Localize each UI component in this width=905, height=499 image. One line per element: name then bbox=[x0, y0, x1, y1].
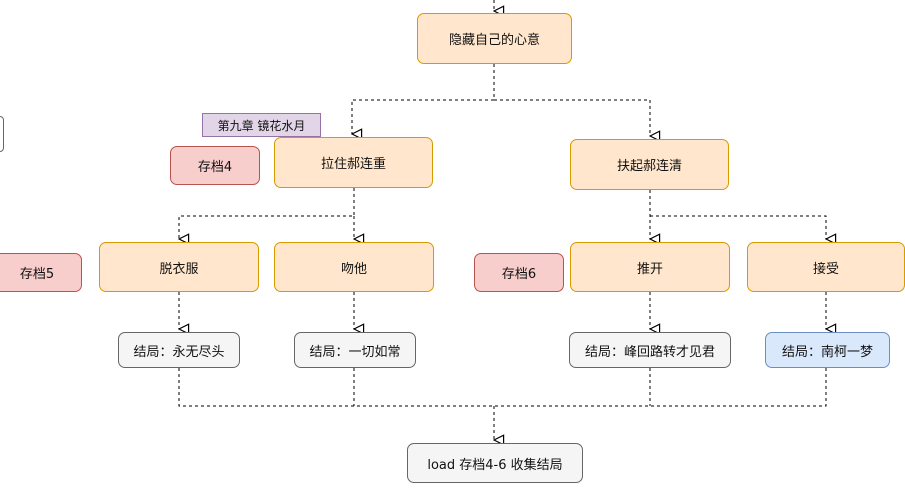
node-load-collect-label: load 存档4-6 收集结局 bbox=[427, 457, 563, 473]
node-accept[interactable]: 接受 bbox=[747, 242, 905, 292]
offscreen-node-stub bbox=[0, 116, 4, 152]
save-slot-6[interactable]: 存档6 bbox=[474, 253, 564, 292]
ending-as-usual-label: 结局：一切如常 bbox=[309, 344, 401, 360]
ending-endless-label: 结局：永无尽头 bbox=[133, 344, 225, 360]
save-slot-4[interactable]: 存档4 bbox=[170, 146, 260, 185]
edge-hide-to-pull bbox=[352, 64, 495, 134]
node-help-hao-lianqing[interactable]: 扶起郝连清 bbox=[570, 139, 729, 190]
node-pull-hao-lianzhong[interactable]: 拉住郝连重 bbox=[274, 137, 433, 188]
node-help-hao-lianqing-label: 扶起郝连清 bbox=[616, 159, 682, 174]
node-kiss-him[interactable]: 吻他 bbox=[274, 242, 434, 292]
node-kiss-him-label: 吻他 bbox=[340, 261, 367, 277]
edge-hide-to-help bbox=[494, 99, 650, 136]
edge-pull-to-undress bbox=[179, 188, 355, 239]
save-slot-5-label: 存档5 bbox=[19, 267, 55, 282]
save-slot-6-label: 存档6 bbox=[501, 267, 537, 282]
node-push-away-label: 推开 bbox=[636, 261, 663, 277]
edge-help-to-accept bbox=[650, 215, 826, 239]
node-undress-label: 脱衣服 bbox=[159, 261, 199, 277]
node-load-collect[interactable]: load 存档4-6 收集结局 bbox=[407, 443, 583, 483]
ending-as-usual[interactable]: 结局：一切如常 bbox=[294, 332, 416, 368]
ending-turn[interactable]: 结局：峰回路转才见君 bbox=[569, 332, 731, 368]
edge-endings-merge bbox=[178, 368, 827, 407]
node-pull-hao-lianzhong-label: 拉住郝连重 bbox=[320, 157, 386, 172]
ending-turn-label: 结局：峰回路转才见君 bbox=[584, 344, 715, 360]
save-slot-4-label: 存档4 bbox=[197, 160, 233, 175]
node-accept-label: 接受 bbox=[812, 261, 839, 277]
node-push-away[interactable]: 推开 bbox=[570, 242, 730, 292]
node-undress[interactable]: 脱衣服 bbox=[99, 242, 259, 292]
chapter-label-text: 第九章 镜花水月 bbox=[217, 118, 306, 133]
save-slot-5[interactable]: 存档5 bbox=[0, 253, 82, 292]
chapter-label: 第九章 镜花水月 bbox=[202, 113, 321, 137]
node-hide-feelings[interactable]: 隐藏自己的心意 bbox=[417, 13, 572, 64]
ending-dream[interactable]: 结局：南柯一梦 bbox=[765, 332, 890, 368]
ending-endless[interactable]: 结局：永无尽头 bbox=[118, 332, 240, 368]
node-hide-feelings-label: 隐藏自己的心意 bbox=[448, 33, 540, 48]
ending-dream-label: 结局：南柯一梦 bbox=[781, 344, 873, 360]
